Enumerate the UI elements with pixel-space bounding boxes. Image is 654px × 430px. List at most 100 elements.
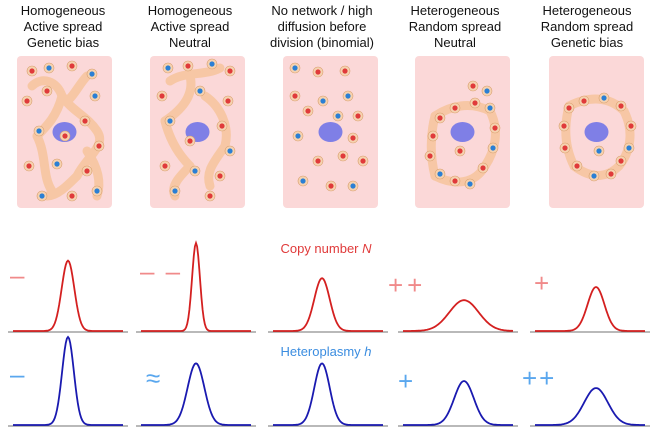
mitochondrion [197,88,203,94]
mitochondrion [89,71,95,77]
mitochondrion [159,93,165,99]
mitochondrion [29,68,35,74]
heteroplasmy-label: Heteroplasmy [280,344,365,359]
column-title-line: No network / high [271,3,373,18]
mitochondrion [427,153,433,159]
column-title-line: Random spread [408,19,502,34]
mitochondrion [608,171,614,177]
het-mark-5: ++ [522,363,557,393]
mitochondrion [92,93,98,99]
mitochondrion [487,105,493,111]
mitochondrion [618,103,624,109]
mitochondrion [561,123,567,129]
copy-mark-1: – [10,260,25,290]
mitochondrion [360,158,366,164]
column-title-line: Active spread [23,19,103,34]
column-title-3: No network / high diffusion before divis… [259,3,385,51]
cell-illustrations [17,56,644,208]
distribution-curve [403,380,513,426]
mitochondrion [437,115,443,121]
mitochondrion [315,158,321,164]
column-title-2: Homogeneous Active spread Neutral [127,3,253,51]
mitochondrion [46,65,52,71]
mito-network-segment [32,131,57,196]
cell-4 [415,56,510,208]
column-title-line: Neutral [169,35,211,50]
mitochondrion [305,108,311,114]
column-title-line: Neutral [434,35,476,50]
mitochondrion [350,183,356,189]
mitochondrion [292,65,298,71]
distribution-curves [8,240,650,427]
mitochondrion [94,188,100,194]
mitochondrion [69,63,75,69]
mitochondrion [185,63,191,69]
copy-number-label: Copy number [280,241,363,256]
copy-mark-2: – – [140,256,183,286]
mitochondrion [618,158,624,164]
mitochondrion [484,88,490,94]
mitochondrion [591,173,597,179]
mitochondrion [24,98,30,104]
mitochondrion [596,148,602,154]
column-title-line: Genetic bias [550,35,624,50]
distribution-curve [273,362,383,426]
distribution-curve [141,240,251,332]
nucleus [318,122,343,142]
cell-5 [549,56,644,208]
distribution-curve [13,335,123,426]
het-mark-2: ≈ [146,363,161,393]
cell-1 [17,56,112,208]
distribution-curve [273,277,383,332]
mitochondrion [26,163,32,169]
mitochondrion [162,163,168,169]
nucleus [450,122,475,142]
mito-network-segment [480,106,500,171]
column-title-1: Homogeneous Active spread Genetic bias [0,3,126,51]
mitochondrion [217,173,223,179]
distribution-curve [535,387,645,426]
mitochondrion [69,193,75,199]
mitochondrion [315,69,321,75]
cell-2 [150,56,245,208]
mito-network-segment [426,111,440,181]
mitochondrion [300,178,306,184]
copy-number-symbol: N [362,241,372,256]
mitochondrion [227,68,233,74]
mitochondrion [355,113,361,119]
heteroplasmy-title: Heteroplasmy h [226,344,426,359]
mitochondrion [628,123,634,129]
nucleus [584,122,609,142]
mitochondrion [345,93,351,99]
column-title-4: Heterogeneous Random spread Neutral [392,3,518,51]
mitochondrion [96,143,102,149]
mito-network-segment [165,63,225,86]
mitochondrion [39,193,45,199]
mitochondrion [480,165,486,171]
mitochondrion [36,128,42,134]
mito-network-segment [42,171,82,201]
mitochondrion [350,135,356,141]
mitochondrion [452,105,458,111]
mitochondrion [492,125,498,131]
mitochondrion [44,88,50,94]
mitochondrion [457,148,463,154]
cell-3 [283,56,378,208]
mitochondrion [574,163,580,169]
mitochondrion [320,98,326,104]
column-title-line: division (binomial) [269,35,375,50]
mitochondrion [490,145,496,151]
mitochondrion [227,148,233,154]
mitochondrion [467,181,473,187]
mitochondrion [437,171,443,177]
mitochondrion [340,153,346,159]
mitochondrion [626,145,632,151]
column-title-line: Heterogeneous [542,3,632,18]
mitochondrion [165,65,171,71]
mitochondrion [335,113,341,119]
mitochondrion [187,138,193,144]
mitochondrion [470,83,476,89]
column-title-line: Homogeneous [147,3,233,18]
mitochondrion [167,118,173,124]
copy-number-title: Copy number N [226,241,426,256]
